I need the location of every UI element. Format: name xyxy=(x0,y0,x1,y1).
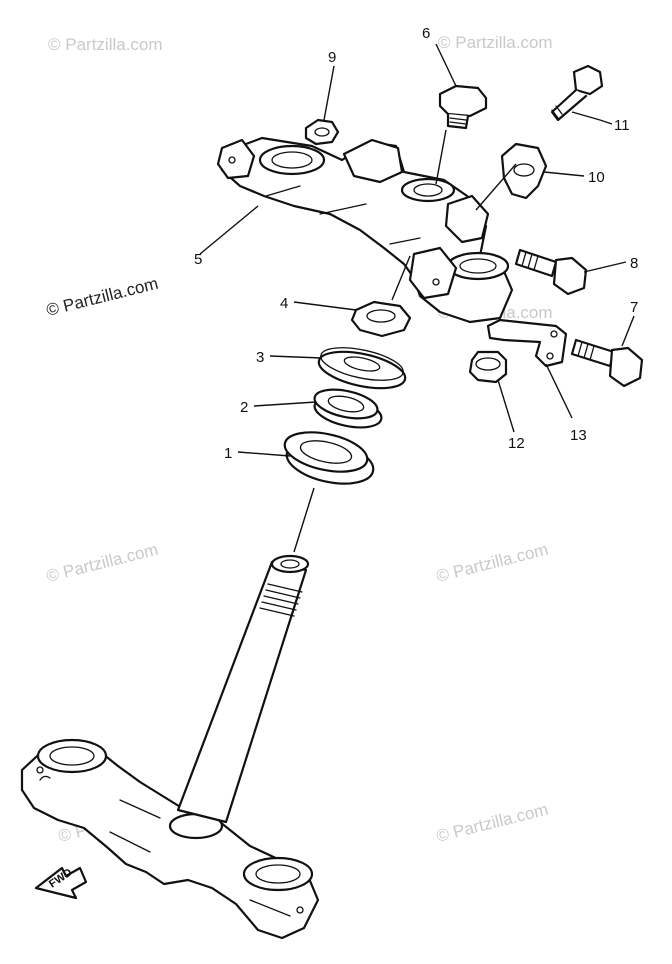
leader-10 xyxy=(543,171,585,177)
upper-bracket-clamp-right xyxy=(408,246,458,300)
leader-6 xyxy=(435,43,457,87)
callout-8: 8 xyxy=(630,255,638,272)
callout-13: 13 xyxy=(570,427,587,444)
callout-10: 10 xyxy=(588,169,605,186)
callout-5: 5 xyxy=(194,251,202,268)
crown-cap-bolt xyxy=(438,84,488,130)
leader-2 xyxy=(253,401,317,407)
stem-top-hole xyxy=(280,559,300,569)
lower-bracket-slot-left xyxy=(39,775,51,781)
cable-guide-13 xyxy=(486,318,568,368)
leader-11 xyxy=(571,111,613,125)
lower-bracket-right-bore-inner xyxy=(255,864,301,884)
leader-10-to-bracket xyxy=(475,163,517,211)
watermark-bottom-right: © Partzilla.com xyxy=(434,800,550,846)
leader-8 xyxy=(583,261,627,273)
lower-bracket-body xyxy=(20,740,320,940)
upper-bracket-center-bore xyxy=(400,177,456,203)
callout-numbers: 1 2 3 4 5 6 7 8 9 10 11 12 13 xyxy=(194,25,638,462)
leader-5 xyxy=(199,205,259,255)
leader-stem xyxy=(293,487,315,553)
steering-stem-lower-bracket xyxy=(20,554,320,940)
leader-lines xyxy=(199,43,635,553)
watermark-lower-left: © Partzilla.com xyxy=(44,540,160,586)
leader-3 xyxy=(269,355,323,359)
callout-6: 6 xyxy=(422,25,430,42)
upper-bracket-left-bore xyxy=(258,144,326,176)
upper-bracket-right-bore xyxy=(446,251,510,281)
leader-13 xyxy=(545,363,573,419)
leader-7 xyxy=(621,315,635,347)
leader-4 xyxy=(293,301,357,311)
stem-top xyxy=(270,554,310,574)
lower-bracket-bolt-hole-left xyxy=(36,766,44,774)
holder-bolt-11 xyxy=(550,64,604,122)
lower-bracket-edge-lines xyxy=(109,799,291,917)
callout-2: 2 xyxy=(240,399,248,416)
grommet-12 xyxy=(468,350,508,384)
watermark-lower-right: © Partzilla.com xyxy=(434,540,550,586)
callout-1: 1 xyxy=(224,445,232,462)
watermark-mid-left: © Partzilla.com xyxy=(44,274,160,320)
lower-bracket-bolt-hole-right xyxy=(296,906,304,914)
fwd-arrow-shape xyxy=(34,866,88,900)
leader-12 xyxy=(497,379,515,433)
upper-bracket-clamp-left xyxy=(216,138,256,180)
bearing-cover xyxy=(317,347,407,390)
lower-bearing xyxy=(283,431,375,485)
leader-1 xyxy=(237,451,291,457)
pinch-bolt-7 xyxy=(570,338,644,388)
handlebar-holder-10 xyxy=(500,142,548,200)
fwd-arrow: FWD xyxy=(34,866,88,900)
callout-12: 12 xyxy=(508,435,525,452)
watermark-top-right: © Partzilla.com xyxy=(438,33,553,52)
pinch-bolt-8 xyxy=(514,248,588,296)
lower-bracket-left-bore-inner xyxy=(49,746,95,766)
leader-6-to-bracket xyxy=(435,129,447,185)
stem-threads xyxy=(259,583,303,617)
lower-bracket-right-bore xyxy=(242,856,314,892)
leader-4-to-bracket xyxy=(391,255,411,301)
callout-4: 4 xyxy=(280,295,288,312)
watermark-top-left: © Partzilla.com xyxy=(48,35,163,54)
callout-7: 7 xyxy=(630,299,638,316)
callout-9: 9 xyxy=(328,49,336,66)
callout-11: 11 xyxy=(614,117,630,134)
upper-bearing xyxy=(313,388,383,429)
upper-bracket xyxy=(216,136,514,324)
lower-bracket-left-bore xyxy=(36,738,108,774)
upper-bracket-handlebar-boss xyxy=(342,138,404,184)
nut-9 xyxy=(304,118,340,146)
leader-9 xyxy=(323,65,335,121)
ring-nut xyxy=(350,300,412,338)
callout-3: 3 xyxy=(256,349,264,366)
